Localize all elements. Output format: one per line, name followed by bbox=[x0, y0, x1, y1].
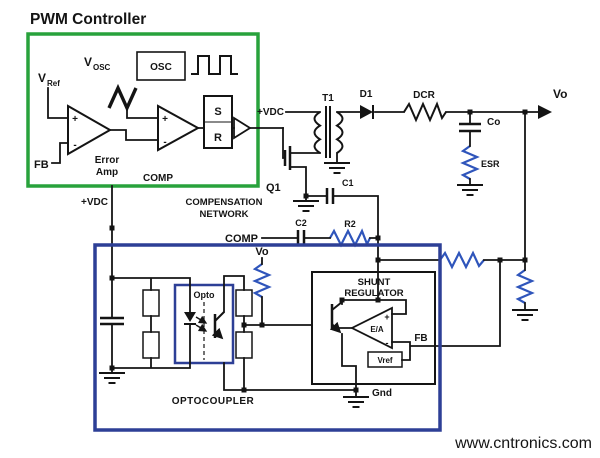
ground-symbol bbox=[456, 184, 484, 196]
shunt-regulator-section: SHUNT REGULATOR E/A + - Vref FB Gnd bbox=[311, 271, 436, 408]
error-amp-label-2: Amp bbox=[96, 167, 118, 178]
error-amp-label-1: Error bbox=[95, 155, 120, 166]
r2-resistor-symbol bbox=[329, 228, 371, 248]
latch-s-label: S bbox=[214, 106, 221, 118]
opto-label: Opto bbox=[194, 290, 215, 300]
fb-shunt-label: FB bbox=[414, 333, 427, 344]
gnd-label: Gnd bbox=[372, 388, 392, 399]
co-label: Co bbox=[487, 117, 500, 128]
feedback-loop-box bbox=[93, 243, 442, 432]
watermark: www.cntronics.com bbox=[454, 435, 592, 452]
ea-minus: - bbox=[386, 338, 389, 348]
esr-label: ESR bbox=[481, 159, 500, 169]
vo-feedback-label: Vo bbox=[255, 246, 269, 258]
esr-resistor-symbol bbox=[460, 145, 480, 180]
pwm-controller-box bbox=[26, 32, 260, 188]
vdc-left-label: +VDC bbox=[81, 197, 108, 208]
ea-label: E/A bbox=[370, 325, 384, 334]
vref-block-label: Vref bbox=[377, 356, 392, 365]
phototransistor-emitter bbox=[211, 327, 224, 340]
feedback-feed-resistor-symbol bbox=[439, 250, 485, 270]
shunt-transistor-collector bbox=[331, 301, 343, 311]
sawtooth-wave-icon bbox=[107, 83, 138, 113]
transformer-secondary-coil bbox=[335, 111, 344, 154]
led-bias-resistor-bottom bbox=[142, 331, 160, 359]
transformer-label: T1 bbox=[322, 93, 334, 104]
feedback-wires bbox=[111, 257, 357, 397]
pwm-title: PWM Controller bbox=[30, 11, 146, 28]
r2-label: R2 bbox=[344, 219, 356, 229]
error-amplifier-ea-symbol bbox=[349, 306, 393, 350]
ground-symbol bbox=[98, 372, 126, 384]
ground-symbol bbox=[342, 396, 370, 408]
osc-block-label: OSC bbox=[150, 62, 172, 73]
error-amp-symbol bbox=[67, 104, 113, 156]
optocoupler-label: OPTOCOUPLER bbox=[172, 396, 255, 407]
compensation-title-1: COMPENSATION bbox=[186, 197, 263, 208]
transformer-primary-coil bbox=[313, 111, 322, 154]
fb-pin-label: FB bbox=[34, 159, 49, 171]
diode-label: D1 bbox=[360, 89, 373, 100]
c2-label: C2 bbox=[295, 218, 307, 228]
collector-resistor-bottom bbox=[235, 331, 253, 359]
power-stage-wires bbox=[282, 111, 539, 310]
pwm-internal-wires bbox=[47, 87, 284, 164]
comparator-minus: - bbox=[163, 137, 166, 148]
compensation-title-2: NETWORK bbox=[199, 209, 248, 220]
power-stage-section: +VDC T1 D1 DCR Vo Co ESR Q1 bbox=[257, 87, 567, 321]
vosc-sub-label: OSC bbox=[93, 63, 111, 72]
phototransistor-collector bbox=[214, 311, 225, 322]
latch-r-label: R bbox=[214, 132, 222, 144]
vdc-top-label: +VDC bbox=[257, 107, 284, 118]
c1-label: C1 bbox=[342, 178, 354, 188]
led-bias-resistor-top bbox=[142, 289, 160, 317]
vref-sub-label: Ref bbox=[47, 79, 60, 88]
vo-pullup-resistor-symbol bbox=[252, 263, 272, 298]
ea-plus: + bbox=[384, 312, 389, 322]
comparator-plus: + bbox=[162, 114, 168, 125]
led-emission-arrow-2 bbox=[195, 323, 208, 332]
compensation-network-section: +VDC COMPENSATION NETWORK COMP C1 C2 R2 bbox=[81, 178, 526, 373]
vosc-label: V bbox=[84, 55, 92, 69]
gate-driver-buffer bbox=[233, 116, 252, 140]
error-amp-minus: - bbox=[73, 140, 76, 151]
mosfet-label: Q1 bbox=[266, 182, 281, 194]
error-amp-plus: + bbox=[72, 114, 78, 125]
output-vo-label: Vo bbox=[553, 87, 567, 101]
output-arrow-icon bbox=[538, 105, 552, 119]
dcr-label: DCR bbox=[413, 90, 435, 101]
comp-net-label: COMP bbox=[225, 233, 258, 245]
shunt-title-1: SHUNT bbox=[358, 277, 391, 288]
vref-label: V bbox=[38, 71, 46, 85]
diode-symbol bbox=[360, 105, 373, 119]
collector-resistor-top bbox=[235, 289, 253, 317]
opto-led-symbol bbox=[184, 312, 196, 322]
ground-symbol bbox=[511, 309, 539, 321]
ground-symbol bbox=[323, 162, 351, 174]
feedback-section: Opto Vo OPTOCOUPLER SHUNT REGULATOR E/A … bbox=[93, 243, 442, 432]
ground-symbol bbox=[292, 200, 320, 212]
osc-block bbox=[136, 51, 186, 81]
divider-resistor-symbol bbox=[515, 269, 535, 304]
junction-dots bbox=[109, 109, 528, 393]
comparator-symbol bbox=[157, 104, 201, 152]
square-wave-icon bbox=[191, 55, 238, 75]
pwm-controller-section: PWM Controller V Ref V OSC FB Error Amp … bbox=[26, 11, 284, 188]
shunt-title-2: REGULATOR bbox=[344, 288, 403, 299]
led-emission-arrow-1 bbox=[195, 315, 208, 324]
comp-pin-label: COMP bbox=[143, 173, 173, 184]
dcr-resistor-symbol bbox=[403, 101, 447, 123]
